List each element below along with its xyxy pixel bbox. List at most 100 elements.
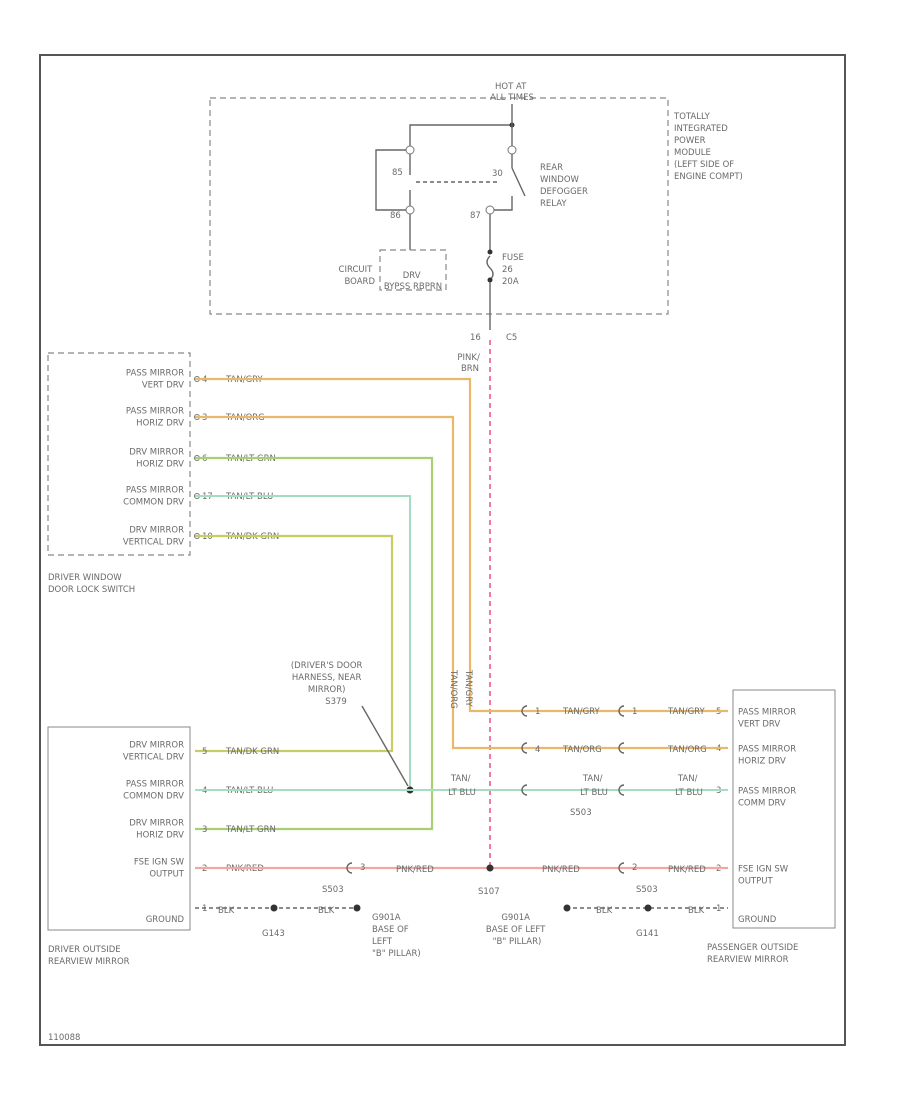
splice-s107-label: S107 bbox=[478, 887, 500, 897]
pin-87: 87 bbox=[470, 211, 481, 221]
left-ground-location: G901A BASE OF LEFT "B" PILLAR) bbox=[372, 913, 421, 959]
hot-bus bbox=[409, 124, 512, 150]
fuse-bottom-dot bbox=[487, 277, 493, 283]
pin-86: 86 bbox=[390, 211, 401, 221]
conn-red-mid-wire: PNK/RED bbox=[542, 865, 580, 875]
pin-85: 85 bbox=[392, 168, 403, 178]
left-ground-splice bbox=[270, 904, 278, 912]
passenger-mirror-title: PASSENGER OUTSIDE REARVIEW MIRROR bbox=[707, 943, 801, 965]
right-ground-conn: S503 bbox=[636, 885, 658, 895]
pin-87-contact bbox=[485, 205, 495, 215]
left-ground-path: BLK BLK G143 G901A BASE OF LEFT "B" PILL… bbox=[195, 904, 421, 959]
left-ground-wire-label-2: BLK bbox=[318, 906, 335, 916]
conn-org-mid: 4 TAN/ORG bbox=[521, 742, 602, 755]
wire-tan-dkgrn bbox=[195, 534, 394, 753]
wire-tan-ltgrn bbox=[195, 456, 434, 831]
conn-gry-mid-wire: TAN/GRY bbox=[562, 707, 601, 717]
driver-mirror-row-wire: TAN/LT GRN bbox=[225, 825, 276, 835]
pin-30: 30 bbox=[492, 169, 503, 179]
drv-box bbox=[379, 249, 447, 291]
coil-loop bbox=[375, 149, 410, 211]
driver-outside-mirror: DRIVER OUTSIDE REARVIEW MIRROR bbox=[47, 726, 191, 967]
hot-at-label: HOT AT ALL TIMES bbox=[490, 82, 534, 103]
conn-blu-label: S503 bbox=[570, 808, 592, 818]
conn-red-right-shape bbox=[618, 862, 625, 874]
splice-color-label: PINK/ BRN bbox=[457, 353, 482, 374]
driver-mirror-box bbox=[47, 726, 191, 931]
drv-box-label: DRV BYPSS RBPRN bbox=[384, 271, 442, 292]
relay-switch bbox=[511, 167, 526, 197]
conn-gry-mid: 1 TAN/GRY bbox=[521, 705, 601, 717]
figure-id: 110088 bbox=[48, 1033, 80, 1043]
fuse-symbol bbox=[486, 255, 494, 281]
conn-org-mid-shape bbox=[521, 742, 528, 754]
conn-blu-right-label: TAN/ LT BLU bbox=[675, 774, 703, 798]
left-ground-point bbox=[353, 904, 361, 912]
fuse-top-dot bbox=[487, 249, 493, 255]
power-module: TOTALLY INTEGRATED POWER MODULE (LEFT SI… bbox=[209, 82, 743, 315]
conn-org-right: TAN/ORG bbox=[618, 742, 707, 755]
left-ground-wire-label-1: BLK bbox=[218, 906, 235, 916]
right-ground-point bbox=[563, 904, 571, 912]
circuit-board-label: CIRCUIT BOARD bbox=[339, 265, 376, 287]
conn-red-label: S503 bbox=[322, 885, 344, 895]
conn-org-right-wire: TAN/ORG bbox=[667, 745, 707, 755]
conn-red-right-wire: PNK/RED bbox=[668, 865, 706, 875]
conn-red-left-shape bbox=[346, 862, 353, 874]
right-ground-splice bbox=[644, 904, 652, 912]
pin-86-contact bbox=[405, 205, 415, 215]
wire-tan-ltblu bbox=[195, 495, 411, 790]
conn-org-mid-pin: 4 bbox=[535, 745, 540, 755]
wire-tan-org bbox=[195, 415, 520, 750]
driver-mirror-row-pin: 5 bbox=[202, 747, 207, 757]
passenger-mirror-row-pin: 1 bbox=[716, 904, 721, 914]
vertical-label-org: TAN/ORG bbox=[448, 669, 458, 709]
conn-gry-right-pin: 1 bbox=[632, 707, 637, 717]
wire-tan-gry bbox=[195, 377, 520, 713]
module-outline bbox=[209, 97, 669, 315]
driver-mirror-row-pin: 1 bbox=[202, 904, 207, 914]
driver-mirror-row-pin: 3 bbox=[202, 825, 207, 835]
conn-gry-mid-pin: 1 bbox=[535, 707, 540, 717]
conn-org-right-shape bbox=[618, 742, 625, 754]
right-ground-wire-label-2: BLK bbox=[596, 906, 613, 916]
harness-note: (DRIVER'S DOOR HARNESS, NEAR MIRROR) S37… bbox=[291, 661, 365, 707]
diagram-frame bbox=[39, 54, 846, 1046]
passenger-outside-mirror: PASSENGER OUTSIDE REARVIEW MIRROR bbox=[707, 689, 836, 965]
conn-red-left-wire: PNK/RED bbox=[396, 865, 434, 875]
conn-blu-left-label: TAN/ LT BLU bbox=[448, 774, 476, 798]
pin-30-top bbox=[507, 145, 517, 155]
conn-org-mid-wire: TAN/ORG bbox=[562, 745, 602, 755]
splice-s107 bbox=[486, 864, 494, 872]
right-ground-path: BLK BLK S503 G141 G901A BASE OF LEFT "B"… bbox=[486, 885, 728, 947]
driver-window-switch: DRIVER WINDOW DOOR LOCK SWITCH bbox=[47, 352, 191, 595]
conn-gry-right: 1 TAN/GRY bbox=[618, 705, 706, 717]
switch-outline bbox=[47, 352, 191, 556]
relay-out-lead bbox=[494, 196, 513, 211]
conn-blu-right-shape bbox=[618, 784, 625, 796]
pin-85-top bbox=[405, 145, 415, 155]
relay-label: REAR WINDOW DEFOGGER RELAY bbox=[540, 163, 591, 209]
driver-mirror-row-label: GROUND bbox=[146, 915, 185, 925]
conn-red-right-pin: 2 bbox=[632, 863, 637, 873]
connector-pin: 16 bbox=[470, 333, 481, 343]
switch-title: DRIVER WINDOW DOOR LOCK SWITCH bbox=[48, 573, 135, 595]
connector-name: C5 bbox=[506, 333, 517, 343]
conn-gry-right-shape bbox=[618, 705, 625, 717]
driver-mirror-row-wire: TAN/DK GRN bbox=[225, 747, 279, 757]
